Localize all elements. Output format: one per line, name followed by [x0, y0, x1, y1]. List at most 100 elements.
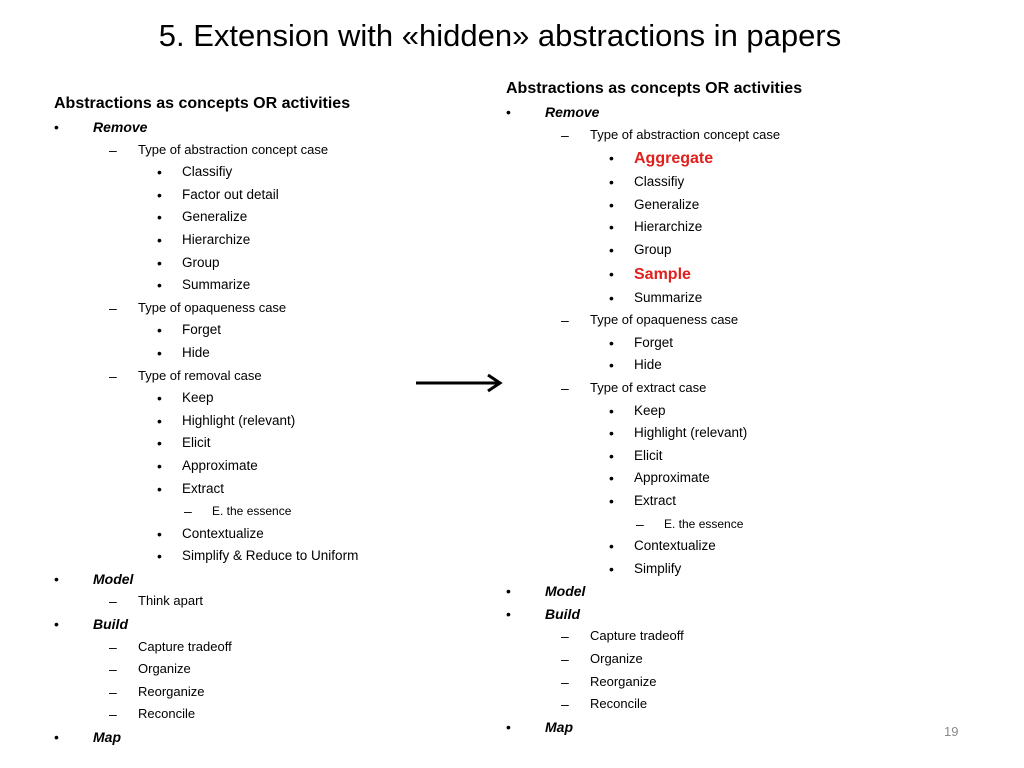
outline-item-text: Think apart	[138, 593, 204, 609]
outline-item-text: Reconcile	[138, 706, 196, 722]
outline-list-item: •Simplify	[506, 558, 802, 581]
right-heading: Abstractions as concepts OR activities	[506, 80, 803, 97]
bullet-icon: •	[157, 186, 162, 203]
outline-section-item: •Build	[54, 613, 350, 636]
outline-section-item: •Remove	[506, 101, 802, 124]
dash-icon: –	[109, 367, 117, 384]
outline-item-text: Build	[93, 616, 128, 633]
bullet-icon: •	[157, 390, 162, 407]
bullet-icon: •	[157, 231, 162, 248]
outline-item-text: Contextualize	[182, 525, 264, 541]
bullet-icon: •	[609, 150, 614, 167]
bullet-icon: •	[506, 583, 511, 600]
right-outline: Abstractions as concepts OR activities •…	[506, 77, 802, 738]
outline-item-text: Capture tradeoff	[590, 628, 684, 644]
bullet-icon: •	[157, 277, 162, 294]
outline-item-text: Simplify & Reduce to Uniform	[182, 548, 359, 564]
outline-item-text: Reconcile	[590, 696, 648, 712]
outline-list-item: –Reconcile	[54, 703, 350, 726]
outline-item-text: Highlight (relevant)	[182, 412, 296, 428]
outline-item-text: Elicit	[182, 435, 211, 451]
dash-icon: –	[561, 673, 569, 690]
outline-item-text: E. the essence	[664, 516, 744, 531]
dash-icon: –	[109, 593, 117, 610]
bullet-icon: •	[609, 196, 614, 213]
outline-list-item: – Think apart	[54, 590, 350, 613]
bullet-icon: •	[157, 548, 162, 565]
outline-list-item: • Hierarchize	[54, 229, 350, 252]
outline-list-item: –Organize	[54, 658, 350, 681]
outline-item-text: Type of opaqueness case	[590, 312, 739, 328]
outline-list-item: –Organize	[506, 648, 802, 671]
outline-item-text: Contextualize	[634, 538, 716, 554]
bullet-icon: •	[54, 570, 59, 587]
outline-list-item: • Summarize	[54, 274, 350, 297]
outline-list-item: •Forget	[506, 332, 802, 355]
bullet-icon: •	[157, 412, 162, 429]
outline-item-text: Capture tradeoff	[138, 638, 232, 654]
bullet-icon: •	[54, 119, 59, 135]
outline-list-item: –Capture tradeoff	[506, 625, 802, 648]
outline-item-text: Keep	[634, 402, 666, 418]
dash-icon: –	[109, 299, 117, 316]
outline-item-text: Map	[545, 718, 573, 735]
outline-list-item: • Aggregate	[506, 146, 802, 171]
outline-item-text: Reorganize	[590, 673, 657, 689]
outline-list-item: •Summarize	[506, 287, 802, 310]
dash-icon: –	[561, 379, 569, 396]
outline-item-text: Model	[545, 583, 586, 600]
left-list: •Remove–Type of abstraction concept case…	[54, 116, 358, 749]
outline-list-item: –Type of opaqueness case	[506, 309, 802, 332]
outline-list-item: •Approximate	[54, 455, 350, 478]
outline-item-text: Aggregate	[634, 150, 714, 168]
outline-list-item: • Classifiy	[54, 161, 350, 184]
bullet-icon: •	[609, 402, 614, 419]
outline-list-item: •Extract	[54, 478, 350, 501]
outline-list-item: –Reorganize	[54, 681, 350, 704]
outline-item-text: Classifiy	[634, 174, 685, 190]
bullet-icon: •	[506, 104, 511, 120]
outline-list-item: •Factor out detail	[54, 184, 350, 207]
outline-list-item: – Capture tradeoff	[54, 636, 350, 659]
dash-icon: –	[109, 638, 117, 655]
outline-list-item: •Extract	[506, 490, 802, 513]
outline-item-text: Type of removal case	[138, 367, 262, 383]
bullet-icon: •	[157, 322, 162, 339]
outline-item-text: Extract	[182, 480, 225, 496]
outline-item-text: Elicit	[634, 447, 663, 463]
outline-item-text: Group	[182, 254, 220, 270]
outline-list-item: •Approximate	[506, 467, 802, 490]
outline-list-item: – Reconcile	[506, 693, 802, 716]
outline-item-text: Build	[545, 605, 580, 622]
outline-list-item: •Group	[506, 239, 802, 262]
outline-item-text: Approximate	[634, 470, 710, 486]
bullet-icon: •	[157, 164, 162, 181]
bullet-icon: •	[157, 344, 162, 361]
outline-item-text: Summarize	[182, 277, 251, 293]
dash-icon: –	[109, 141, 117, 158]
outline-item-text: Model	[93, 570, 134, 587]
outline-item-text: Classifiy	[182, 164, 233, 180]
outline-list-item: •Hide	[506, 354, 802, 377]
right-list: •Remove–Type of abstraction concept case…	[506, 101, 802, 738]
outline-list-item: – Reorganize	[506, 671, 802, 694]
outline-item-text: Type of extract case	[590, 379, 707, 395]
dash-icon: –	[109, 661, 117, 678]
outline-list-item: –E. the essence	[54, 500, 350, 523]
outline-list-item: •Classifiy	[506, 171, 802, 194]
outline-item-text: Hierarchize	[182, 231, 251, 247]
outline-item-text: Highlight (relevant)	[634, 425, 748, 441]
outline-item-text: Type of abstraction concept case	[590, 126, 781, 142]
outline-list-item: •Generalize	[506, 194, 802, 217]
bullet-icon: •	[609, 492, 614, 509]
outline-list-item: •Keep	[54, 387, 350, 410]
outline-list-item: •Hide	[54, 342, 350, 365]
outline-list-item: •Generalize	[54, 206, 350, 229]
outline-item-text: Reorganize	[138, 683, 205, 699]
outline-item-text: Map	[93, 729, 121, 746]
bullet-icon: •	[157, 457, 162, 474]
left-outline: Abstractions as concepts OR activities •…	[54, 92, 358, 749]
outline-item-text: Forget	[634, 334, 674, 350]
dash-icon: –	[561, 696, 569, 713]
outline-list-item: –Type of abstraction concept case	[506, 124, 802, 147]
